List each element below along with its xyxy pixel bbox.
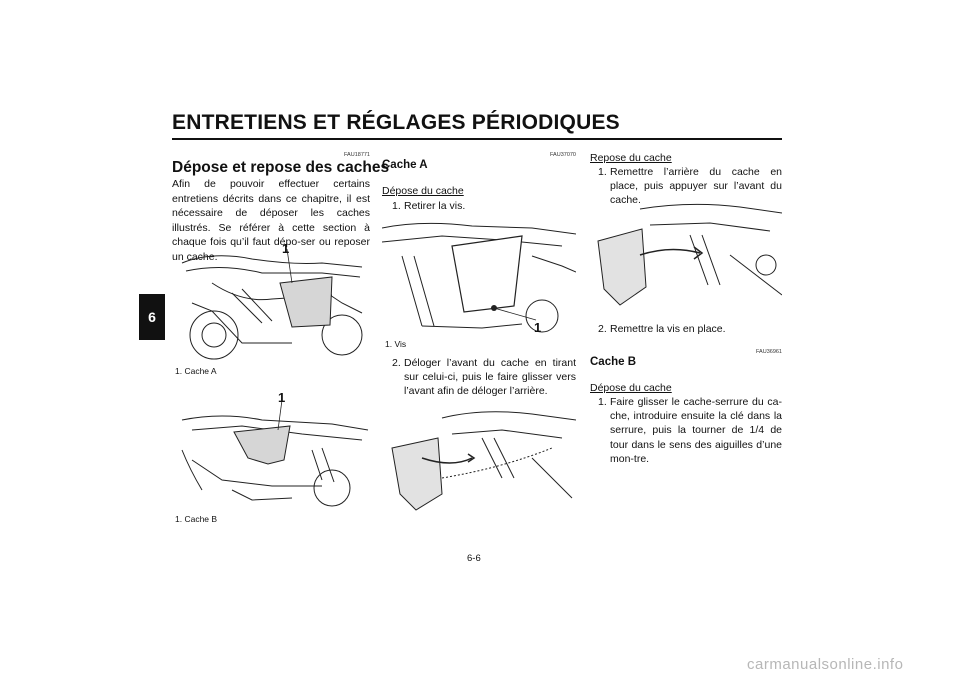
figure-callout: 1	[282, 241, 290, 256]
side-cover-illustration	[382, 222, 576, 333]
sub-heading: Repose du cache	[590, 152, 672, 164]
step-item: 1. Faire glisser le cache-serrure du ca-…	[598, 395, 782, 466]
sub-heading: Dépose du cache	[590, 382, 672, 394]
step-text: Faire glisser le cache-serrure du ca-che…	[610, 396, 782, 465]
cover-reinstall-illustration	[597, 203, 782, 306]
motorcycle-side-illustration	[181, 248, 363, 360]
sub-heading: Dépose du cache	[382, 185, 464, 197]
reference-code: FAU37070	[550, 152, 576, 158]
step-item: 1. Remettre l’arrière du cache en place,…	[598, 165, 782, 208]
cover-removal-illustration	[391, 411, 576, 511]
step-text: Retirer la vis.	[404, 200, 466, 212]
figure-remove-cover	[382, 398, 576, 520]
section-heading: Cache B	[590, 356, 637, 368]
figure-caption: 1. Cache A	[175, 366, 217, 376]
page-title: ENTRETIENS ET RÉGLAGES PÉRIODIQUES	[172, 111, 620, 134]
figure-callout: 1	[278, 390, 286, 405]
step-text: Remettre l’arrière du cache en place, pu…	[610, 166, 782, 207]
step-number: 1.	[598, 166, 607, 178]
section-heading: Cache A	[382, 159, 428, 171]
reference-code: FAU36961	[756, 349, 782, 355]
figure-caption: 1. Vis	[385, 339, 407, 349]
step-item: 1. Retirer la vis.	[392, 199, 576, 213]
step-number: 2.	[392, 357, 401, 369]
figure-caption: 1. Cache B	[175, 514, 218, 524]
step-item: 2. Déloger l’avant du cache en tirant su…	[392, 356, 576, 399]
step-number: 1.	[392, 200, 401, 212]
motorcycle-side-illustration	[181, 399, 369, 507]
figure-callout: 1	[534, 320, 542, 335]
figure-cache-a	[172, 243, 370, 363]
chapter-tab: 6	[139, 294, 165, 340]
step-text: Remettre la vis en place.	[610, 323, 726, 335]
reference-code: FAU18771	[344, 152, 370, 158]
figure-screw	[382, 216, 576, 336]
header-rule	[172, 138, 782, 140]
step-number: 2.	[598, 323, 607, 335]
page-number: 6-6	[467, 553, 481, 564]
step-text: Déloger l’avant du cache en tirant sur c…	[404, 357, 576, 398]
section-heading: Dépose et repose des caches	[172, 159, 390, 176]
figure-reinstall-cover	[590, 195, 782, 317]
step-item: 2. Remettre la vis en place.	[598, 322, 782, 336]
figure-cache-b	[172, 390, 370, 510]
step-number: 1.	[598, 396, 607, 408]
watermark: carmanualsonline.info	[747, 656, 904, 673]
intro-paragraph: Afin de pouvoir effectuer certains entre…	[172, 178, 370, 263]
